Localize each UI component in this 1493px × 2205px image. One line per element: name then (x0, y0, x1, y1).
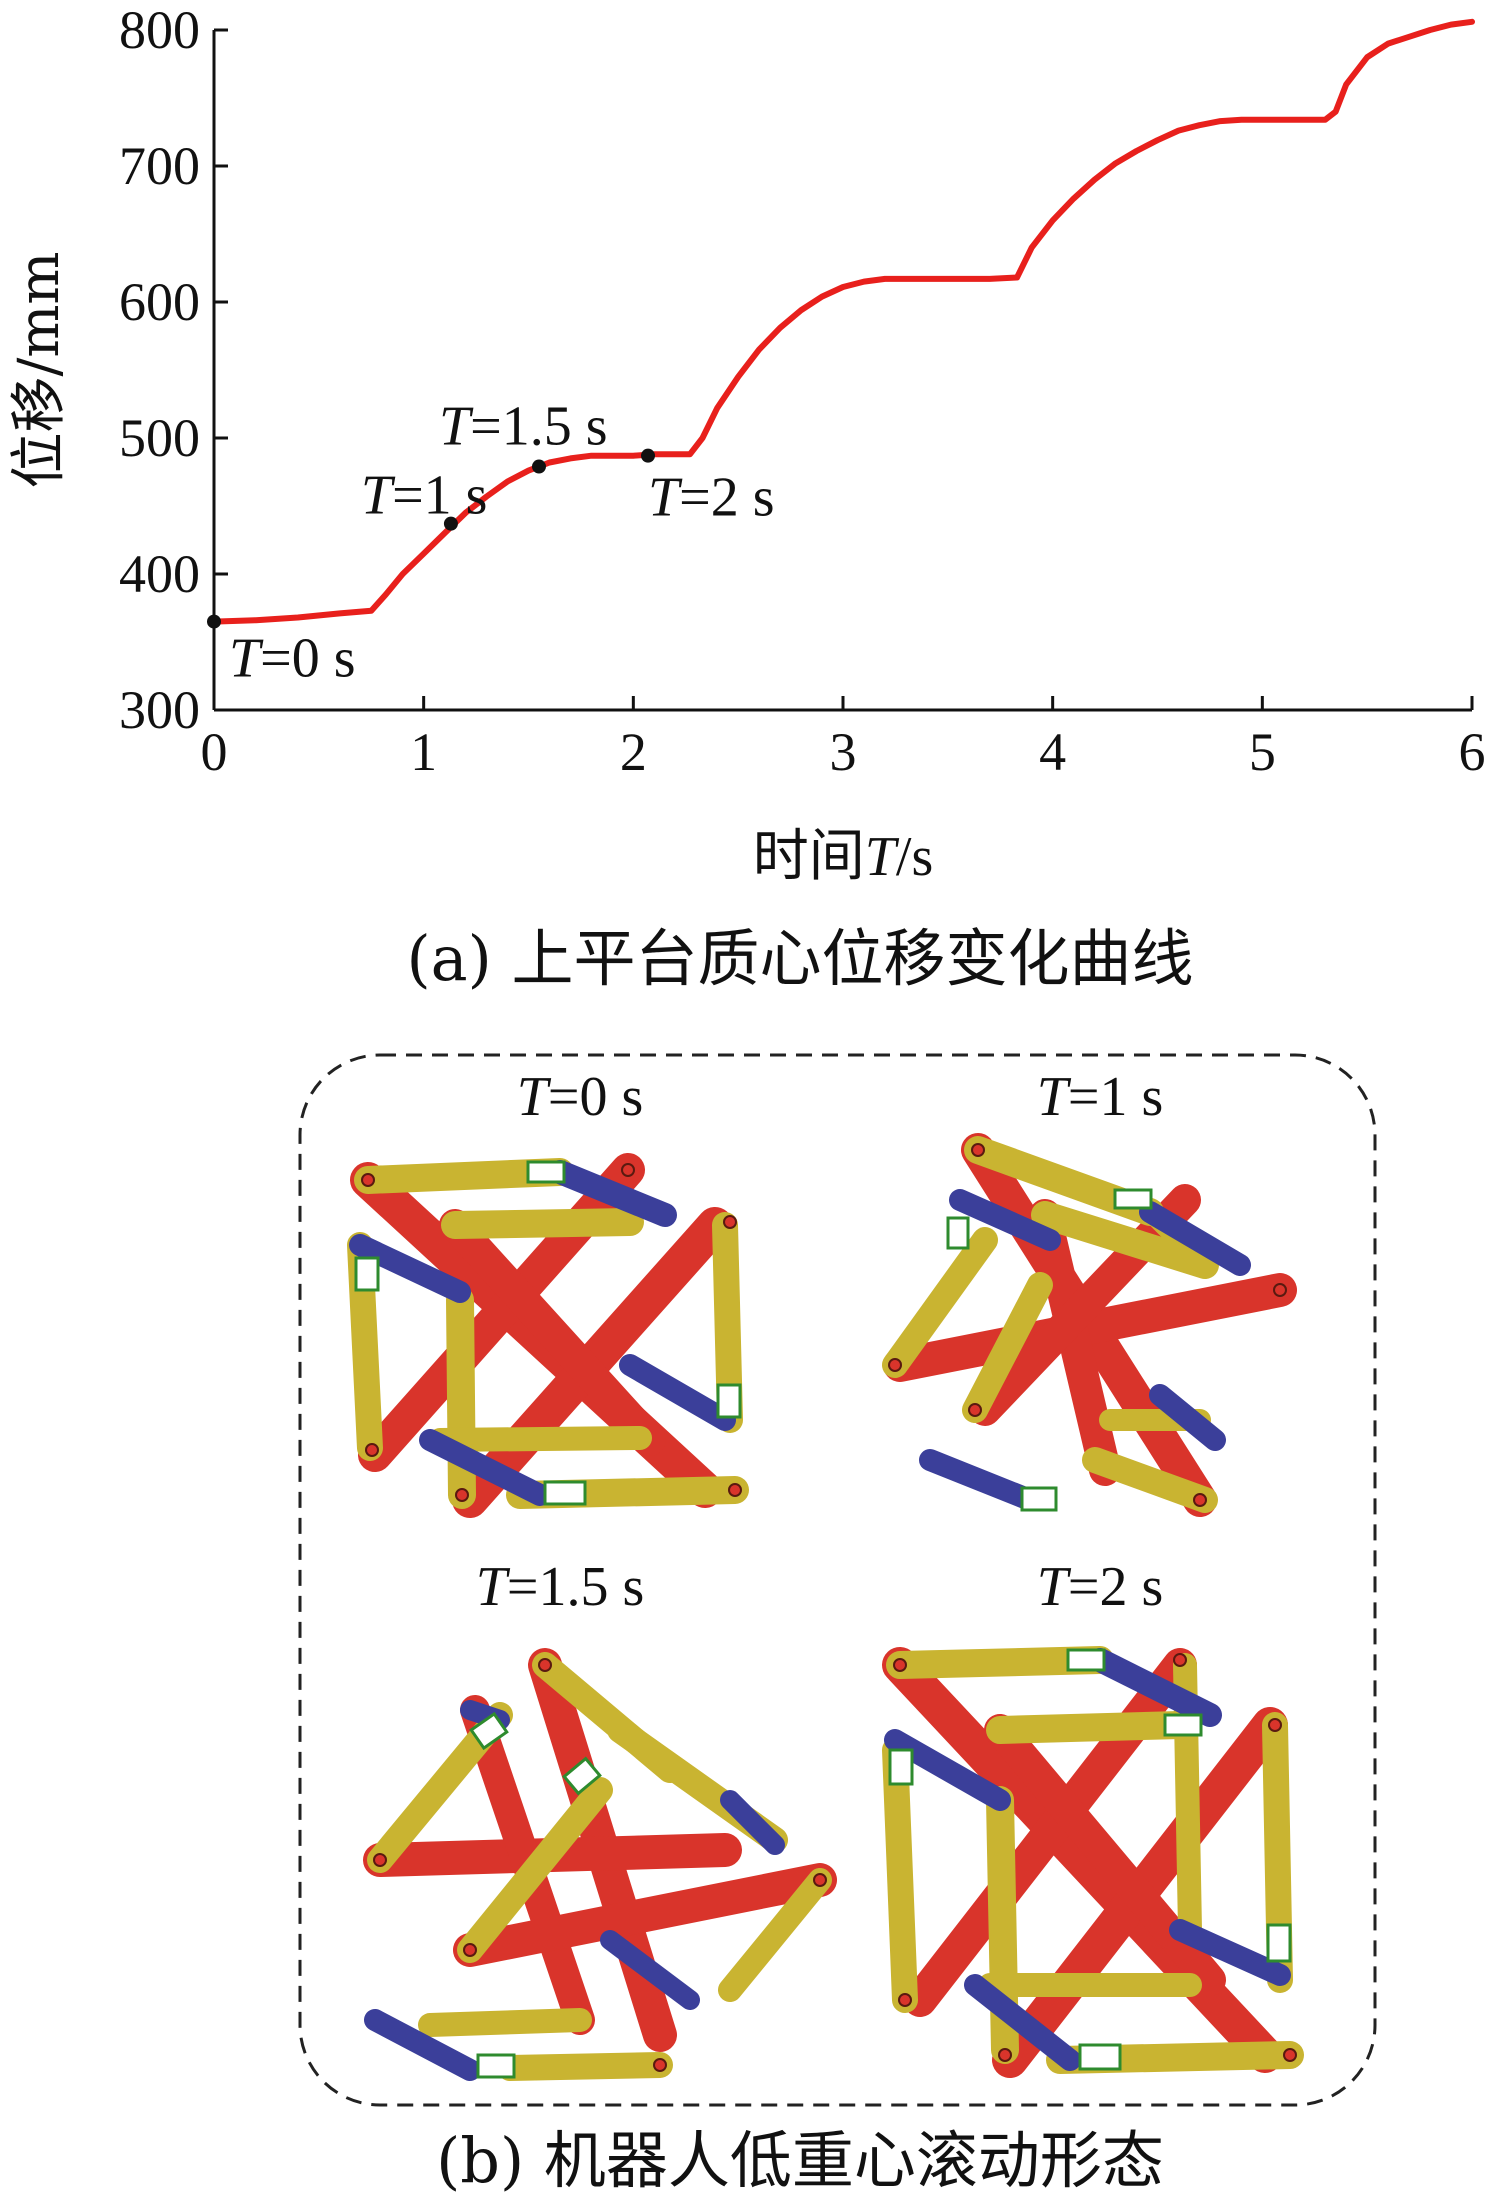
robot-drawing-3 (882, 1646, 1304, 2078)
marker-point-2 (531, 459, 546, 474)
x-ticks: 0 1 2 3 4 5 6 (201, 696, 1486, 782)
robot-drawing-0 (347, 1153, 749, 1518)
x-tick-label-1: 1 (410, 722, 437, 782)
x-tick-label-0: 0 (201, 722, 228, 782)
y-tick-label-2: 500 (119, 408, 200, 468)
series-line-displacement (211, 18, 1475, 625)
caption-b: (b) 机器人低重心滚动形态 (436, 2124, 1164, 2197)
y-tick-label-3: 600 (119, 272, 200, 332)
y-tick-label-0: 300 (119, 680, 200, 740)
rolling-posture-panel: T=0 s T=1 s T=1.5 s T=2 s (298, 1053, 1377, 2107)
x-tick-label-3: 3 (830, 722, 857, 782)
x-tick-label-5: 5 (1249, 722, 1276, 782)
dashed-frame (298, 1053, 1377, 2107)
state-label-1: T=1 s (1037, 1066, 1164, 1128)
displacement-chart: 0 1 2 3 4 5 6 300 400 500 600 700 800 T=0 s T=1 s T=1… (7, 0, 1486, 889)
y-tick-label-5: 800 (119, 0, 200, 60)
state-label-2: T=1.5 s (476, 1556, 645, 1618)
marker-point-3 (641, 448, 656, 463)
time-markers: T=0 s T=1 s T=1.5 s T=2 s (207, 396, 775, 690)
marker-point-0 (207, 614, 221, 629)
marker-label-1: T=1 s (361, 465, 488, 527)
y-axis-label: 位移/mm (7, 251, 72, 488)
marker-point-1 (443, 516, 458, 531)
x-tick-label-6: 6 (1459, 722, 1486, 782)
y-tick-label-1: 400 (119, 544, 200, 604)
robot-drawing-1 (882, 1133, 1297, 1517)
state-label-0: T=0 s (517, 1066, 644, 1128)
y-tick-label-4: 700 (119, 136, 200, 196)
marker-label-3: T=2 s (648, 467, 775, 529)
marker-label-0: T=0 s (229, 628, 356, 690)
x-tick-label-4: 4 (1039, 722, 1066, 782)
x-tick-label-2: 2 (620, 722, 647, 782)
x-axis-label: 时间T/s (753, 824, 934, 889)
state-label-3: T=2 s (1037, 1556, 1164, 1618)
robot-drawing-2 (363, 1648, 837, 2081)
y-ticks: 300 400 500 600 700 800 (119, 0, 228, 740)
marker-label-2: T=1.5 s (439, 396, 608, 458)
caption-a: (a) 上平台质心位移变化曲线 (406, 922, 1193, 995)
